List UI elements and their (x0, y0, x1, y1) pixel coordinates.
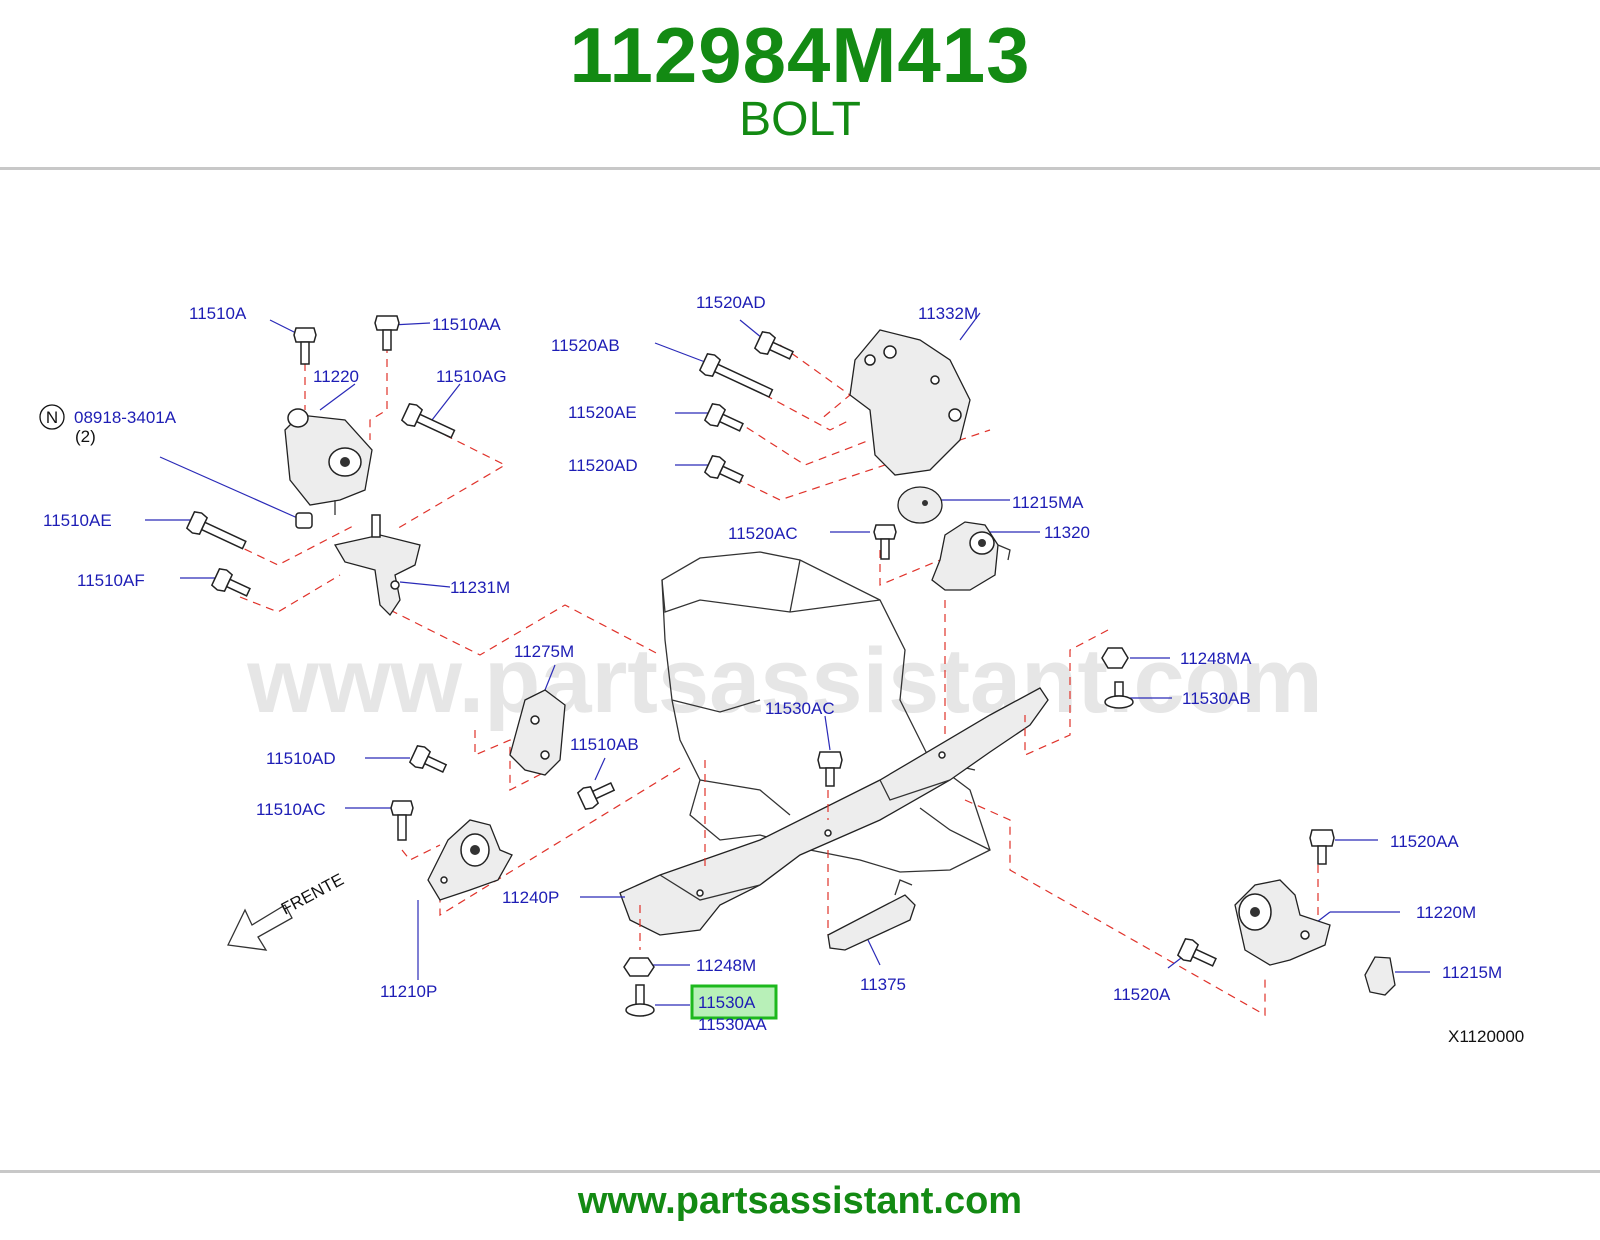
bolt-11510ab (576, 781, 616, 810)
footer-website-link[interactable]: www.partsassistant.com (577, 1180, 1023, 1222)
label-11215ma[interactable]: 11215MA (1012, 493, 1084, 512)
label-11231m[interactable]: 11231M (450, 578, 510, 597)
label-11530ac[interactable]: 11530AC (765, 699, 835, 718)
bolt-11520a (1176, 938, 1217, 967)
nut-11248ma (1101, 647, 1129, 669)
part-labels: 11510A 11510AA 11220 11510AG 08918-3401A… (43, 293, 1502, 1034)
label-11510ac[interactable]: 11510AC (256, 800, 326, 819)
bracket-11332m (849, 329, 971, 476)
highlight-box-11530a (690, 984, 778, 1020)
damper-11375 (827, 879, 916, 951)
label-11215m[interactable]: 11215M (1442, 963, 1502, 982)
engine-mount-11220m (1234, 879, 1331, 966)
nut-11248m (623, 957, 655, 977)
part-number-title: 112984M413 (569, 11, 1031, 99)
bolt-11520aa (1309, 829, 1335, 865)
label-11210p[interactable]: 11210P (380, 982, 437, 1001)
label-11520ab[interactable]: 11520AB (551, 336, 620, 355)
label-08918-3401a[interactable]: 08918-3401A (74, 408, 177, 427)
footer-divider (0, 1170, 1600, 1173)
engine-mount-11210p (427, 819, 513, 901)
label-11275m[interactable]: 11275M (514, 642, 574, 661)
bolt-11530ab (1104, 681, 1134, 709)
label-11510ad[interactable]: 11510AD (266, 749, 336, 768)
label-11530ab[interactable]: 11530AB (1182, 689, 1251, 708)
label-11520a[interactable]: 11520A (1113, 985, 1171, 1004)
bracket-11275m (509, 689, 566, 776)
header-divider (0, 167, 1600, 170)
label-11248m[interactable]: 11248M (696, 956, 756, 975)
bolt-11510a (293, 327, 317, 365)
label-leader-lines (145, 312, 1430, 1006)
diagram-code: X1120000 (1448, 1027, 1524, 1046)
engine-mount-11220 (284, 408, 373, 515)
label-11530aa[interactable]: 11530AA (698, 1015, 767, 1034)
part-name-subtitle: BOLT (739, 93, 861, 146)
assembly-guide-lines (231, 344, 1319, 1017)
bolt-11520ad-lower (703, 455, 744, 484)
note-symbol-n: N (39, 404, 65, 430)
label-11510ab[interactable]: 11510AB (570, 735, 639, 754)
label-11520aa[interactable]: 11520AA (1390, 832, 1459, 851)
bolt-11510ad (408, 745, 448, 774)
bolt-11520ab (698, 353, 774, 398)
engine-mount-11320 (931, 521, 1011, 591)
front-direction-arrow: FRENTE (227, 870, 347, 951)
bolt-11510ae (185, 511, 247, 550)
label-11320[interactable]: 11320 (1044, 523, 1090, 542)
diagram-canvas: www.partsassistant.com (39, 293, 1524, 1046)
bolt-11520ae (703, 403, 744, 432)
label-11375[interactable]: 11375 (860, 975, 906, 994)
label-11510a[interactable]: 11510A (189, 304, 247, 323)
bolt-11510af (210, 568, 251, 597)
note-quantity: (2) (75, 427, 96, 446)
bolt-11520ac (873, 524, 897, 560)
label-11530a[interactable]: 11530A (698, 993, 756, 1012)
label-11220[interactable]: 11220 (313, 367, 359, 386)
label-11332m[interactable]: 11332M (918, 304, 978, 323)
label-11510af[interactable]: 11510AF (77, 571, 145, 590)
parts-diagram: www.partsassistant.com (0, 170, 1600, 1170)
bolt-11510ag (400, 403, 456, 439)
label-11510ae[interactable]: 11510AE (43, 511, 112, 530)
header: 112984M413 BOLT (0, 0, 1600, 168)
label-11240p[interactable]: 11240P (502, 888, 559, 907)
frente-label: FRENTE (278, 870, 347, 919)
label-11510aa[interactable]: 11510AA (432, 315, 501, 334)
svg-text:N: N (46, 408, 58, 427)
washer-11215ma (897, 486, 943, 524)
label-11220m[interactable]: 11220M (1416, 903, 1476, 922)
bolt-11510ac (390, 800, 414, 841)
label-11248ma[interactable]: 11248MA (1180, 649, 1252, 668)
watermark-text: www.partsassistant.com (246, 630, 1322, 732)
stopper-11215m (1364, 956, 1396, 996)
bracket-11231m (333, 514, 421, 617)
bolt-11530ac (817, 751, 843, 787)
bolt-11520ad-top (753, 331, 794, 360)
label-11520ad-lower[interactable]: 11520AD (568, 456, 638, 475)
bolt-11530a-highlighted-part (625, 984, 655, 1017)
nut-08918 (295, 512, 313, 529)
bolt-11510aa (374, 315, 400, 351)
label-11520ad-top[interactable]: 11520AD (696, 293, 766, 312)
crossmember-11240p (619, 687, 1049, 936)
label-11510ag[interactable]: 11510AG (436, 367, 507, 386)
label-11520ae[interactable]: 11520AE (568, 403, 637, 422)
label-11520ac[interactable]: 11520AC (728, 524, 798, 543)
